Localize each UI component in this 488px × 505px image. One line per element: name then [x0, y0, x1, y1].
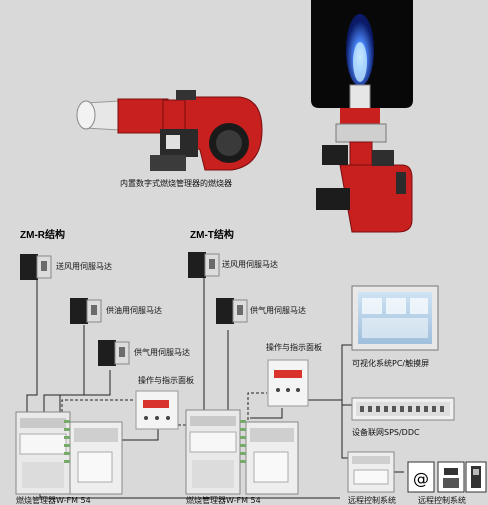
burner-caption: 内置数字式燃烧管理器的燃烧器: [120, 179, 232, 188]
remote-control-label-wrap: 远程控制系统: [348, 496, 408, 505]
zmt-manager-label-wrap: 燃烧管理器W-FM 54: [186, 496, 296, 505]
zmt-gas-servo-image: [216, 298, 248, 324]
zmr-combustion-manager-image: [15, 411, 123, 495]
email-icon: @: [407, 461, 435, 493]
zmr-gas-servo-label: 供气用伺服马达: [134, 348, 190, 357]
zmt-air-servo-image: [188, 252, 220, 278]
touch-screen-image: [351, 285, 439, 351]
zmr-manager-label-wrap: 燃烧管理器W-FM 54: [16, 496, 126, 505]
phone-icon: [465, 461, 487, 493]
zmr-panel-label: 操作与指示面板: [138, 376, 194, 385]
vertical-burner-image: [311, 0, 413, 233]
zmt-operation-panel-image: [267, 359, 309, 407]
remote-control-label-2: 远程控制系统: [418, 496, 466, 505]
zmt-title: ZM-T结构: [190, 230, 234, 241]
remote-control-label-2-wrap: 远程控制系统: [418, 496, 484, 505]
zmt-manager-label: 燃烧管理器W-FM 54: [186, 496, 261, 505]
zmr-oil-servo-label: 供油用伺服马达: [106, 306, 162, 315]
zmt-gas-servo-label: 供气用伺服马达: [250, 306, 306, 315]
visual-pc-label: 可视化系统PC/触摸屏: [352, 359, 430, 368]
zmt-panel-label: 操作与指示面板: [266, 343, 322, 352]
remote-control-label: 远程控制系统: [348, 496, 396, 505]
zmr-operation-panel-image: [135, 390, 179, 430]
network-device-image: [351, 397, 455, 421]
fax-icon: [437, 461, 465, 493]
zmr-oil-servo-image: [70, 298, 102, 324]
remote-module-image: [347, 451, 395, 493]
zmt-air-servo-label: 送风用伺服马达: [222, 260, 278, 269]
horizontal-burner-image: [76, 90, 263, 171]
zmr-manager-label: 燃烧管理器W-FM 54: [16, 496, 91, 505]
zmr-title: ZM-R结构: [20, 230, 65, 241]
network-label: 设备联网SPS/DDC: [352, 428, 420, 437]
zmr-air-servo-image: [20, 254, 52, 280]
zmr-air-servo-label: 送风用伺服马达: [56, 262, 112, 271]
zmr-gas-servo-image: [98, 340, 130, 366]
svg-text:@: @: [413, 469, 429, 488]
zmt-combustion-manager-image: [185, 409, 299, 495]
